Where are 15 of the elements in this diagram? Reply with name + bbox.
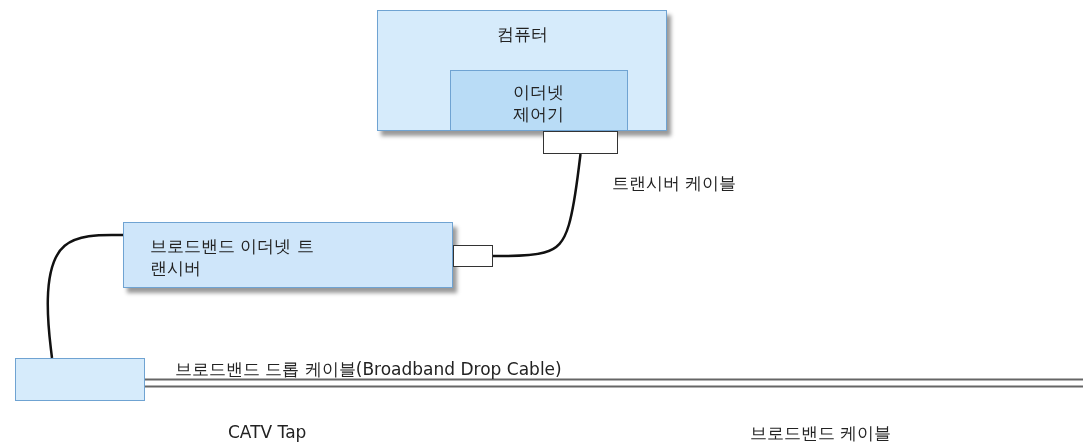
cable-line	[145, 378, 1083, 388]
tap-box	[15, 358, 145, 401]
box-label: 컴퓨터	[496, 23, 548, 45]
cable	[46, 233, 123, 359]
connector-box	[453, 245, 493, 267]
connector-box	[543, 131, 618, 154]
box-label: 브로드밴드 이더넷 트랜시버	[150, 235, 315, 279]
transceiver-box	[123, 222, 453, 288]
tap-label: CATV Tap	[228, 422, 307, 442]
cable-label: 브로드밴드 드롭 케이블(Broadband Drop Cable)	[175, 358, 562, 381]
cable-label: 브로드밴드 케이블	[750, 422, 892, 445]
cable	[493, 153, 582, 258]
box-label: 이더넷 제어기	[512, 80, 565, 125]
computer-box	[377, 10, 667, 131]
controller-box	[449, 69, 628, 131]
